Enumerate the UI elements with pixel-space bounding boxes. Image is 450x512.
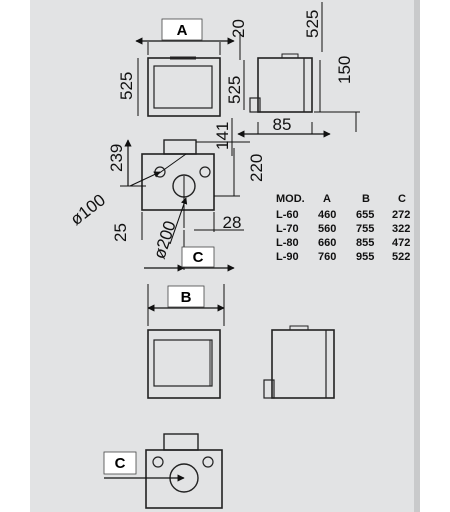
- dimension-85: 85: [237, 115, 331, 138]
- dim-525-top-label: 525: [303, 10, 322, 38]
- dimension-c-bottom: C: [103, 451, 185, 482]
- dimension-525-side: 525: [225, 60, 245, 110]
- table-cell: 560: [318, 223, 336, 235]
- dim-141-label: 141: [213, 122, 232, 150]
- dimension-b: B: [147, 284, 225, 326]
- small-flue-right: [199, 166, 211, 178]
- dimension-150: 150: [314, 56, 360, 132]
- dim-c-bottom-label: C: [115, 455, 126, 472]
- dim-220-label: 220: [247, 154, 266, 182]
- model-table: MOD. A B C L-60 460 655 272 L-70 560 755…: [276, 193, 410, 263]
- front-view-bottom: [147, 329, 221, 399]
- table-cell: 472: [392, 237, 410, 249]
- dim-525-left-label: 525: [117, 72, 136, 100]
- small-flue-left-bottom: [152, 456, 164, 468]
- sheet-edge: [414, 0, 420, 512]
- table-row: L-80 660 855 472: [276, 237, 410, 249]
- table-cell: 755: [356, 223, 374, 235]
- dimension-220: 220: [214, 148, 266, 197]
- table-cell: 855: [356, 237, 374, 249]
- dim-d200-label: ø200: [150, 219, 180, 262]
- dim-150-label: 150: [335, 56, 354, 84]
- side-view-top: [249, 53, 313, 113]
- table-row: L-60 460 655 272: [276, 209, 410, 221]
- table-header-b: B: [362, 193, 370, 205]
- table-cell: 272: [392, 209, 410, 221]
- table-cell: L-90: [276, 251, 299, 263]
- dim-d100-label: ø100: [67, 190, 109, 229]
- table-cell: 955: [356, 251, 374, 263]
- table-row: L-90 760 955 522: [276, 251, 410, 263]
- table-cell: 760: [318, 251, 336, 263]
- top-view-plan-bottom: [145, 433, 223, 509]
- dimension-d100: ø100: [67, 153, 187, 229]
- front-view-top: [147, 56, 221, 117]
- dimension-20: 20: [229, 19, 248, 60]
- dim-b-label: B: [181, 289, 192, 306]
- dimension-239: 239: [107, 139, 146, 187]
- dim-239-label: 239: [107, 144, 126, 172]
- table-cell: 322: [392, 223, 410, 235]
- dim-28-label: 28: [223, 213, 242, 232]
- dim-525-side-label: 525: [225, 76, 244, 104]
- table-cell: 660: [318, 237, 336, 249]
- table-cell: 460: [318, 209, 336, 221]
- dimension-141: 141: [196, 118, 250, 156]
- table-row: L-70 560 755 322: [276, 223, 410, 235]
- table-cell: L-70: [276, 223, 299, 235]
- dimension-a: A: [135, 18, 235, 55]
- dim-25-label: 25: [111, 223, 130, 242]
- table-cell: L-80: [276, 237, 299, 249]
- table-header-c: C: [398, 193, 406, 205]
- dimension-c-top: C: [144, 230, 235, 272]
- dimension-25: 25: [111, 212, 143, 242]
- dim-c-top-label: C: [193, 249, 204, 266]
- dim-85-label: 85: [273, 115, 292, 134]
- dimension-525-left: 525: [117, 58, 139, 116]
- dim-a-label: A: [177, 22, 188, 39]
- side-view-bottom: [263, 325, 335, 399]
- table-cell: 655: [356, 209, 374, 221]
- dimension-525-top-right: 525: [303, 2, 323, 52]
- drawing-sheet: [30, 0, 420, 512]
- table-cell: 522: [392, 251, 410, 263]
- dimension-28: 28: [194, 212, 244, 232]
- table-header-mod: MOD.: [276, 193, 305, 205]
- table-cell: L-60: [276, 209, 299, 221]
- dim-20-label: 20: [229, 19, 248, 38]
- table-header-a: A: [323, 193, 331, 205]
- small-flue-right-bottom: [202, 456, 214, 468]
- dimension-d200: ø200: [150, 176, 188, 262]
